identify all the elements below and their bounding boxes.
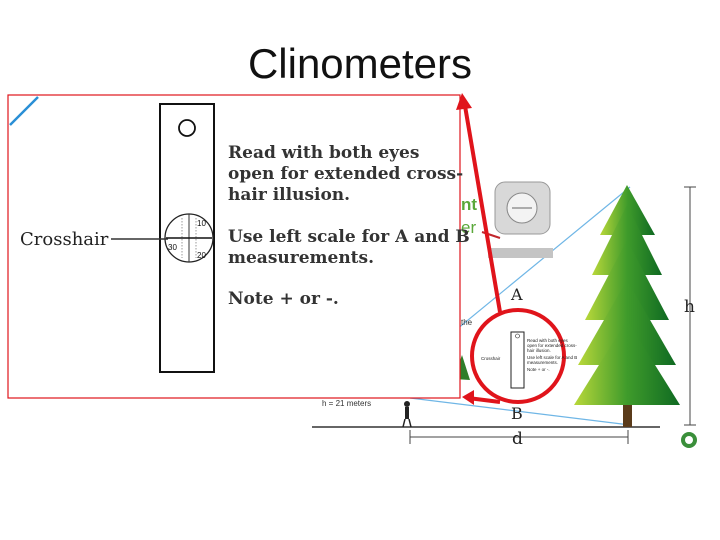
mini-line-6: Note + or -. (527, 367, 550, 372)
label-b: B (511, 404, 523, 423)
instruction-line-5: measurements. (228, 248, 374, 268)
partial-text-3: the (461, 318, 473, 327)
crosshair-callout: 10 30 20 Crosshair Read with both eyes o… (7, 94, 470, 399)
scale-label-top: 10 (197, 219, 206, 228)
mini-line-2: open for extended cross- (527, 343, 577, 348)
mini-callout: Crosshair Read with both eyes open for e… (470, 308, 577, 404)
mini-line-4: Use left scale for A and B (527, 355, 577, 360)
sight-line-bottom (409, 397, 631, 426)
instruction-line-3: hair illusion. (228, 185, 350, 205)
arrow-to-top (462, 99, 502, 313)
callout-frame (7, 94, 461, 399)
label-a: A (510, 285, 523, 304)
mini-crosshair-label: Crosshair (481, 356, 501, 361)
scale-label-right: 20 (197, 251, 206, 260)
partial-text-2: er (461, 218, 476, 237)
partial-text-1: nt (461, 195, 477, 214)
scale-label-left: 30 (168, 243, 177, 252)
lens-scale: 10 30 20 (164, 213, 214, 263)
arrow-head-top (456, 93, 472, 110)
corner-accent (9, 96, 39, 126)
crosshair-label: Crosshair (20, 229, 109, 250)
mini-line-5: measurements. (527, 360, 558, 365)
instruction-line-4: Use left scale for A and B (228, 227, 470, 247)
mini-line-3: hair illusion. (527, 348, 551, 353)
lanyard-hole (178, 119, 196, 137)
leaf-badge-icon (681, 432, 697, 448)
person-figure (402, 401, 412, 428)
arrow-head-bottom (462, 390, 474, 405)
instruction-line-1: Read with both eyes (228, 143, 419, 163)
instruction-line-6: Note + or -. (228, 289, 339, 309)
tree (574, 185, 680, 427)
slide-title: Clinometers (247, 40, 473, 87)
mini-line-1: Read with both eyes (527, 338, 569, 343)
connector-arrows (456, 93, 502, 405)
instruction-line-2: open for extended cross- (228, 164, 463, 184)
instructions: Read with both eyes open for extended cr… (228, 143, 470, 309)
clinometer-device-photo (481, 181, 553, 258)
result-text: h = 21 meters (322, 399, 371, 408)
label-d: d (512, 429, 523, 449)
label-h: h (684, 297, 695, 317)
